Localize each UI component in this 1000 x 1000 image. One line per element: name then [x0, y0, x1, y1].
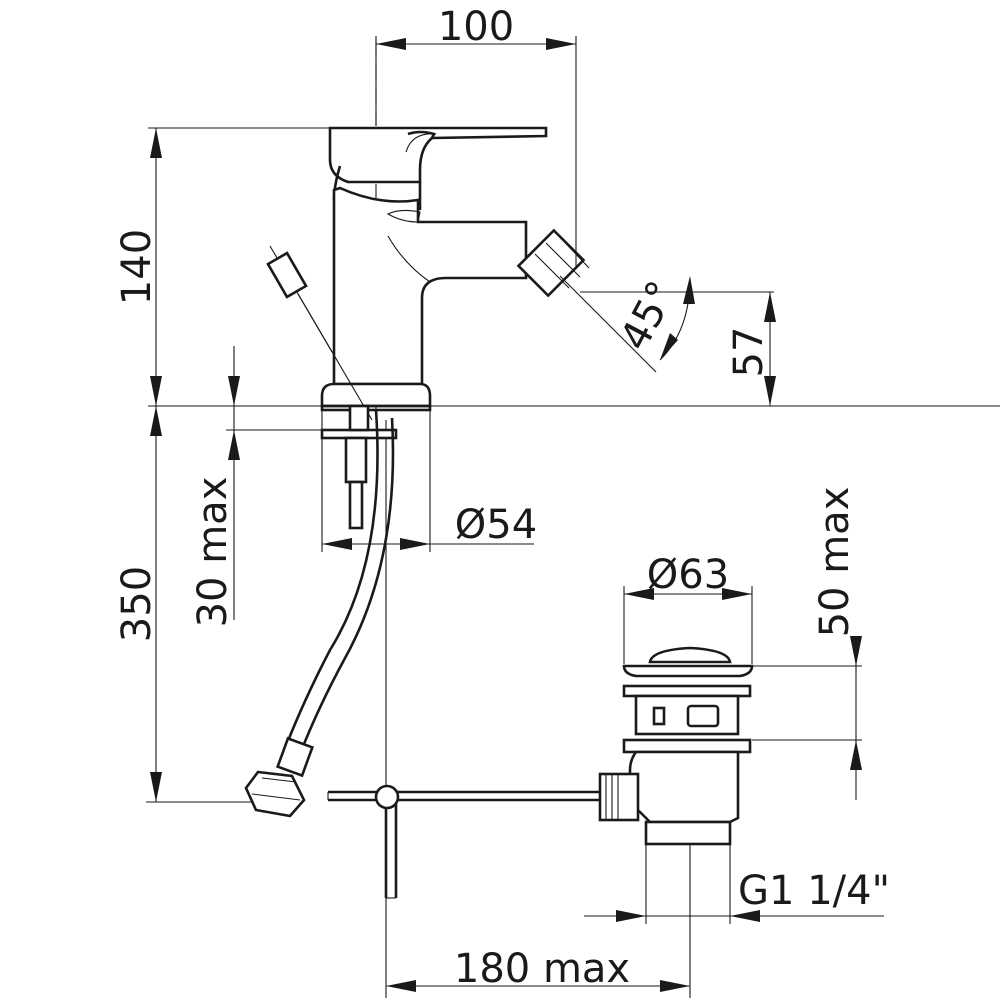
dim-width-top: 100: [375, 4, 577, 266]
flex-hose: [244, 409, 395, 818]
dim-label-100: 100: [438, 4, 514, 50]
dim-label-54: Ø54: [455, 502, 537, 548]
dim-label-50max: 50 max: [812, 487, 858, 638]
dim-label-thread: G1 1/4": [738, 868, 890, 914]
dim-label-30max: 30 max: [190, 477, 236, 628]
dim-label-350: 350: [114, 566, 160, 642]
mounting-stud: [344, 404, 370, 530]
mixer-body: [320, 126, 590, 440]
dim-thread: G1 1/4": [584, 844, 890, 924]
dim-rod-length: 180 max: [386, 946, 690, 992]
dim-waste-height: 50 max: [752, 487, 862, 800]
dim-base-diameter: Ø54: [321, 410, 537, 552]
aerator: [516, 228, 590, 298]
dim-height-total: 140: [114, 127, 1000, 407]
dim-waste-diameter: Ø63: [623, 552, 753, 664]
dim-lower-length: 350: [114, 406, 254, 803]
dim-deck-thickness: 30 max: [190, 346, 346, 627]
dim-label-180max: 180 max: [454, 946, 630, 992]
dim-label-45: 45°: [612, 274, 686, 358]
lift-rod: [266, 245, 373, 421]
dim-label-63: Ø63: [647, 552, 729, 598]
waste-rod: [327, 784, 600, 899]
waste-assembly: [598, 646, 754, 846]
dim-label-140: 140: [114, 229, 160, 305]
dim-label-57: 57: [726, 327, 772, 378]
dim-spout-height: 57: [726, 292, 776, 406]
